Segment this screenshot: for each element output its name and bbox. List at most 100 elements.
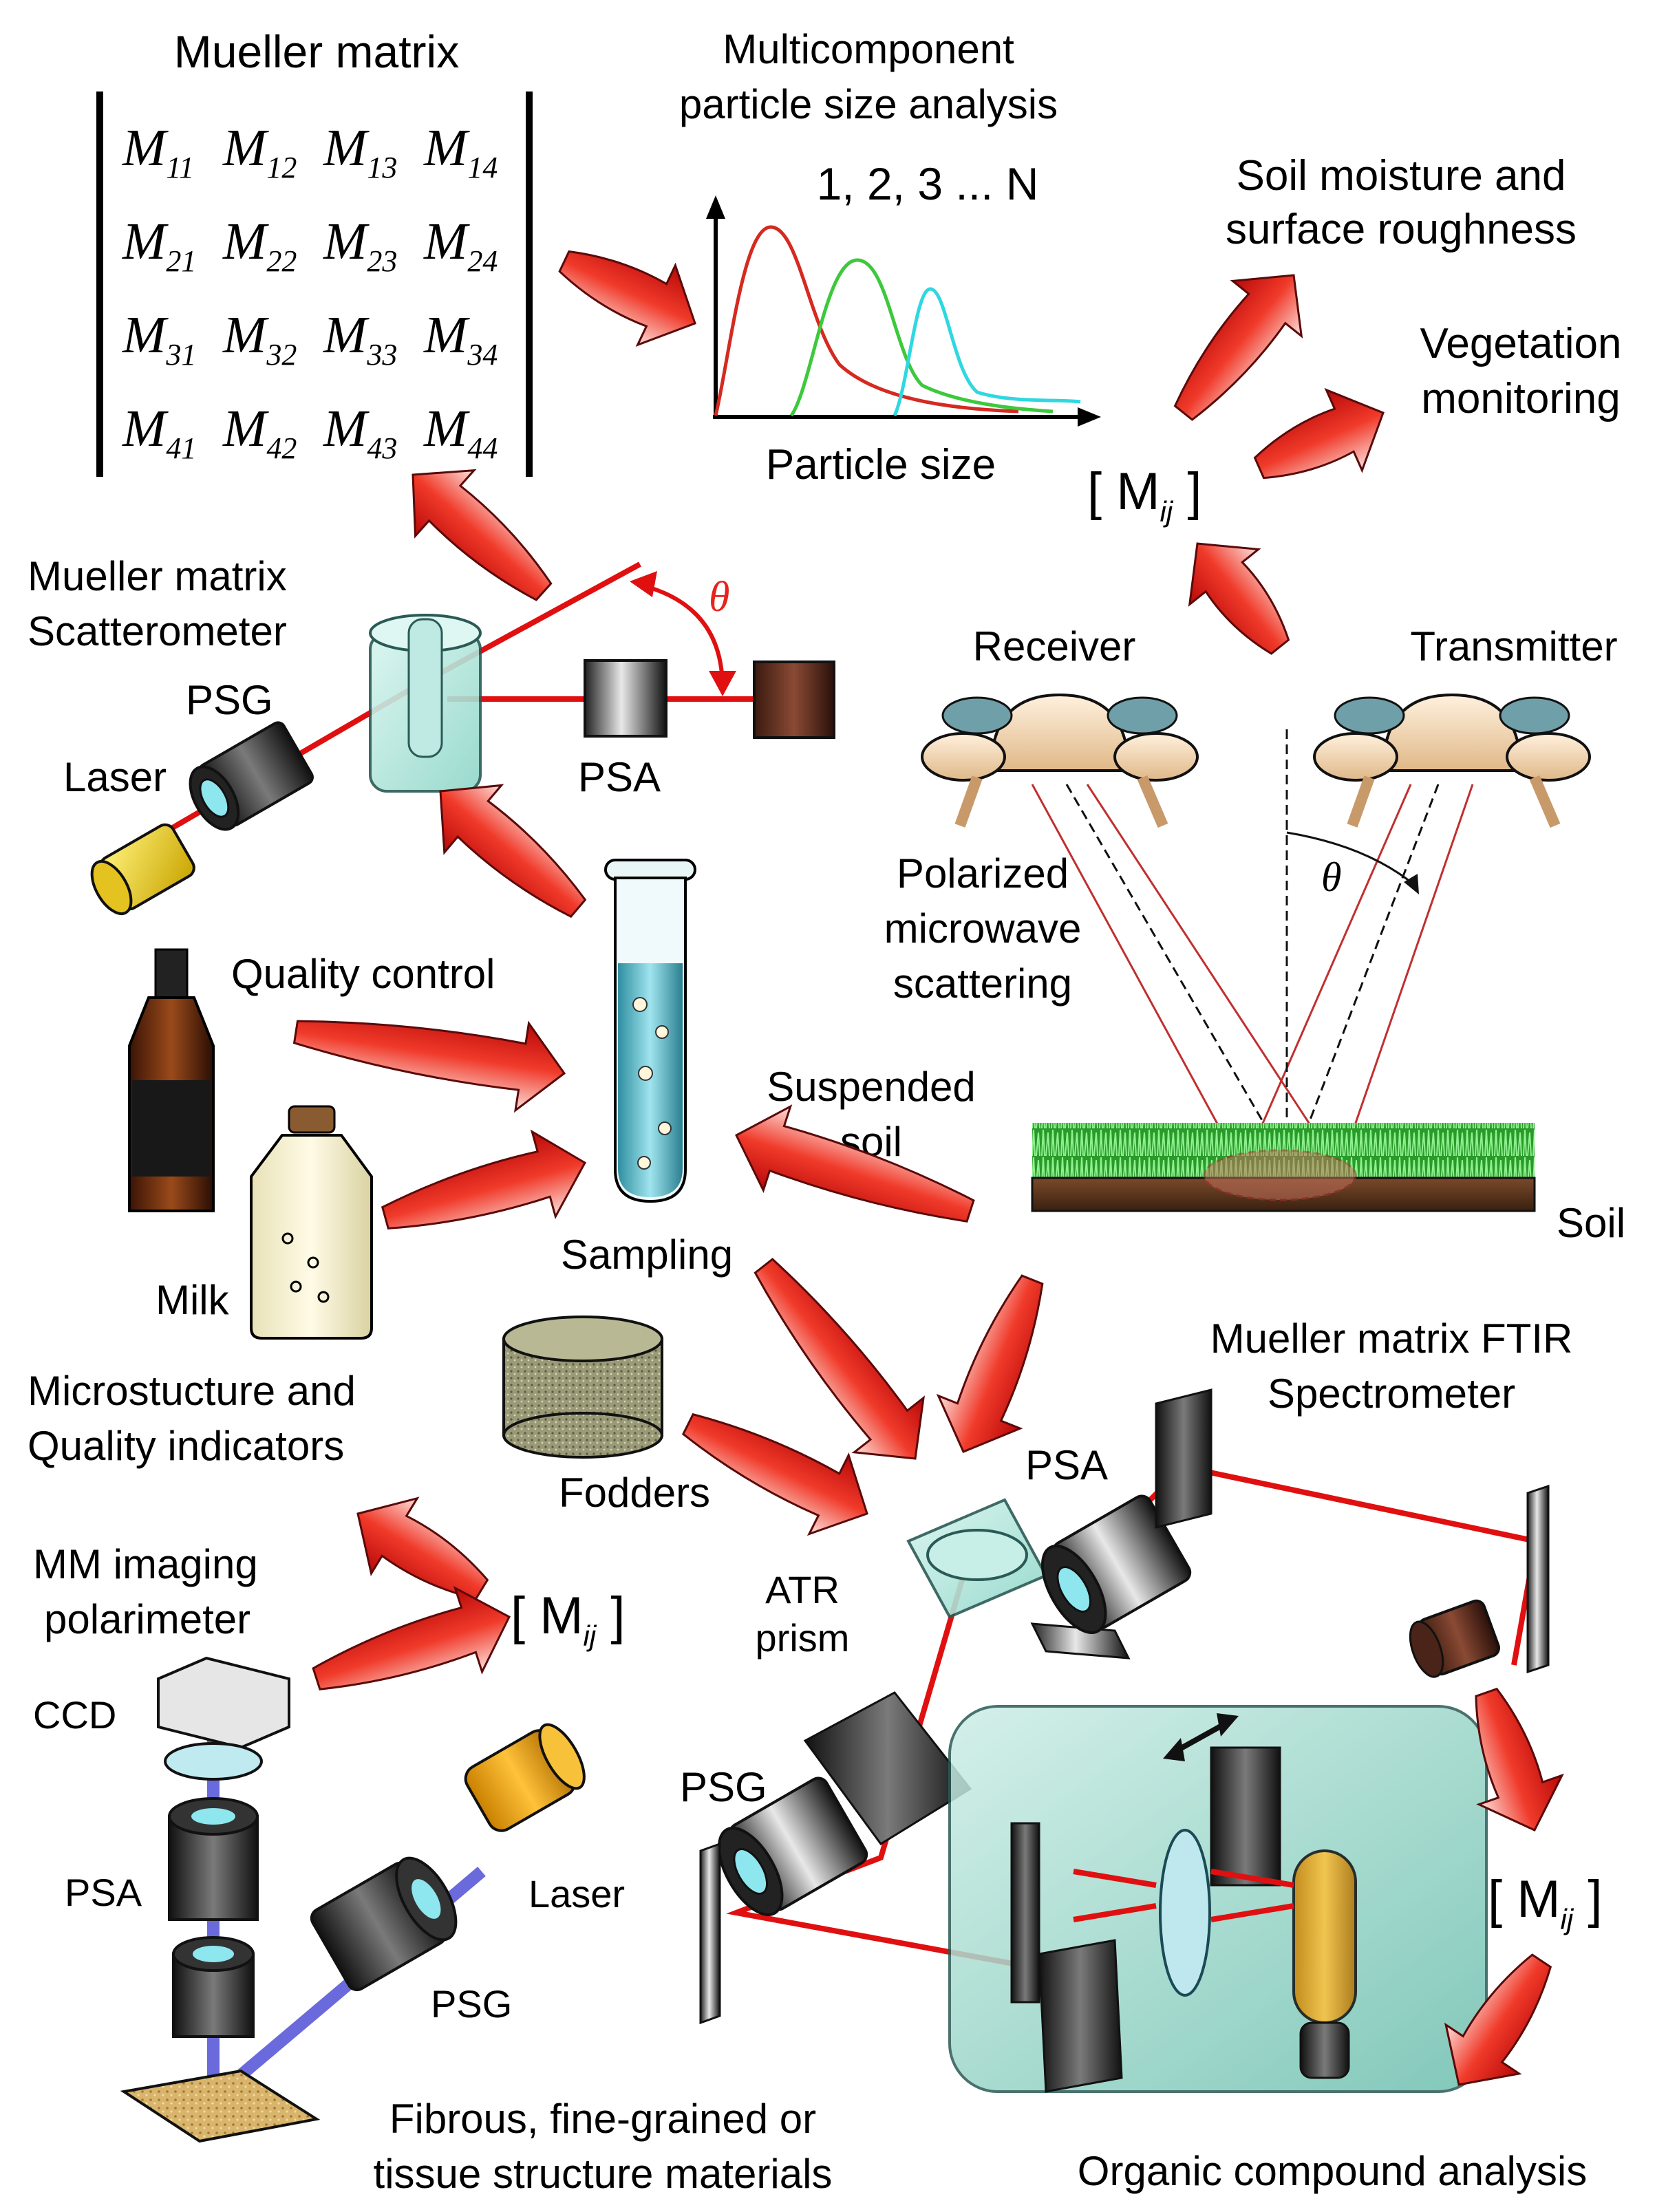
laser-imaging-label: Laser [528,1872,625,1915]
ftir-label-2: Spectrometer [1268,1371,1515,1417]
scatterometer-label-1: Mueller matrix [28,553,287,599]
chart-title-line-1: Multicomponent [723,26,1014,72]
psg-ftir [717,1776,868,1916]
bottle [128,948,215,1212]
soil-moisture-label-1: Soil moisture and [1236,152,1566,200]
polarized-label-3: scattering [893,960,1072,1007]
mm-imaging-label-2: polarimeter [44,1596,250,1642]
soil-moisture-label-2: surface roughness [1226,206,1577,253]
atr-label-1: ATR [765,1568,840,1611]
psa-imaging-label: PSA [65,1871,142,1914]
matrix-element: M12 [222,119,297,184]
mirror-ftir-left [699,1842,721,2025]
theta-arrow-bottom [709,671,736,696]
sampling-label: Sampling [561,1232,733,1278]
mij-middle-sub: ij [584,1620,597,1652]
arrow-soil-to-tube [735,1104,975,1223]
micro-label-1: Microstucture and [28,1368,356,1414]
matrix-element: M41 [122,400,196,465]
matrix-element: M14 [423,119,498,184]
arrow-bottle-to-tube [292,1020,566,1113]
arrow-sampling-to-scatterometer [439,784,587,919]
fodders-cylinder [502,1316,663,1459]
matrix-element: M13 [323,119,397,184]
theta-label-drone: θ [1321,855,1341,900]
arrow-mij-to-organic [1444,1953,1552,2086]
fodders-label: Fodders [559,1470,710,1516]
mm-imaging-label-1: MM imaging [33,1541,258,1587]
arrow-mij-to-soil-moisture [1173,274,1303,421]
cuvette-inner [407,618,443,758]
arrow-mij-to-micro [356,1496,489,1600]
ftir-label-1: Mueller matrix FTIR [1210,1316,1573,1362]
psg-scatter-label: PSG [186,677,273,723]
matrix-element: M32 [222,306,297,372]
polarized-label-1: Polarized [897,850,1069,896]
milk-label: Milk [156,1277,230,1323]
milk-bottle [250,1105,373,1340]
chart-x-axis-arrow [1078,407,1101,427]
arrow-fodders-to-atr [681,1413,868,1536]
matrix-element: M31 [122,306,196,372]
scatterometer-label-2: Scatterometer [28,608,287,654]
detector-ftir [1409,1599,1500,1678]
mij-middle-close: ] [596,1587,625,1645]
arrow-matrix-to-chart [558,250,696,347]
psa-ftir [1040,1494,1192,1634]
mij-top-close: ] [1173,462,1201,521]
transmitter-drone [1313,693,1591,828]
organic-label: Organic compound analysis [1078,2148,1587,2194]
matrix-element: M11 [122,119,194,184]
arrow-sampling-to-atr [754,1258,926,1460]
matrix-element: M44 [423,400,498,465]
fibrous-label-1: Fibrous, fine-grained or [389,2096,816,2142]
mij-right: [ Mij ] [1488,1870,1602,1935]
arrow-imaging-to-mij [312,1585,511,1690]
soil-label: Soil [1557,1200,1625,1246]
mij-top-sub: ij [1160,495,1174,528]
quality-control-label: Quality control [231,951,495,997]
particle-size-chart: Multicomponent particle size analysis 1,… [679,26,1101,488]
mij-right-close: ] [1573,1870,1602,1929]
vegetation-label-2: monitoring [1421,375,1620,422]
matrix-element: M33 [323,306,397,372]
interferometer-box [948,1705,1488,2093]
micro-label-2: Quality indicators [28,1423,344,1469]
psg-imaging-label: PSG [431,1982,512,2026]
matrix-element: M42 [222,400,297,465]
arrow-scatterometer-to-matrix [412,469,553,601]
test-tube [604,859,696,1203]
matrix-element: M34 [423,306,498,372]
svg-text:[ Mij ]: [ Mij ] [1087,462,1201,528]
curve-green [789,258,1054,417]
psa-ftir-label: PSA [1025,1442,1108,1488]
arrow-mij-to-vegetation [1253,387,1385,480]
arrow-milk-to-tube [381,1129,587,1230]
mij-middle-open: [ M [511,1587,584,1645]
laser-scatter-label: Laser [63,754,167,800]
mij-right-open: [ M [1488,1870,1561,1929]
receiver-drone [921,693,1199,828]
svg-text:[ Mij ]: [ Mij ] [511,1587,625,1652]
mirror-ftir-2 [1526,1484,1550,1674]
mij-middle: [ Mij ] [511,1587,625,1652]
matrix-element: M23 [323,213,397,278]
arrow-detector-to-mij [1475,1687,1564,1832]
suspended-label-1: Suspended [767,1064,976,1110]
psa-scatter-label: PSA [578,754,661,800]
chart-y-axis-arrow [706,195,725,219]
curve-cyan [893,287,1081,417]
arrow-drones-to-mij [1188,542,1290,655]
mueller-matrix-title: Mueller matrix [174,26,459,77]
imaging-polarimeter [120,1656,586,2143]
arrow-soil-to-atr [936,1274,1044,1453]
matrix-left-bracket [96,92,103,477]
chart-components-label: 1, 2, 3 ... N [817,158,1039,209]
soil-block [1031,1123,1536,1212]
matrix-element: M24 [423,213,498,278]
vegetation-label-1: Vegetation [1420,320,1621,367]
ccd-label: CCD [33,1693,116,1737]
